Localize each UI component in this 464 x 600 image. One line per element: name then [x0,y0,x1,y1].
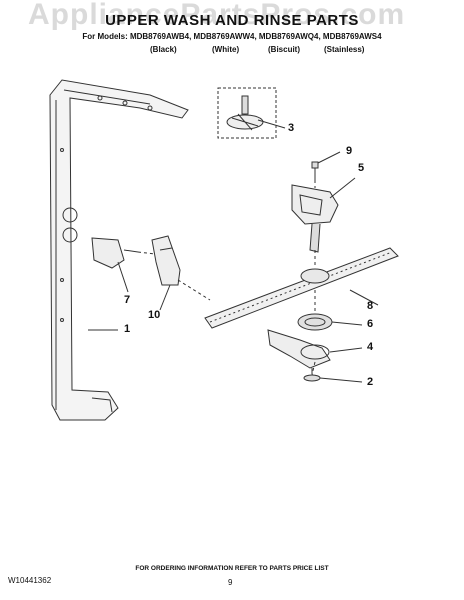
part-3-hub [217,87,277,139]
callout-3: 3 [288,122,295,134]
callout-7: 7 [124,294,131,306]
callout-10: 10 [148,309,161,321]
color-black: (Black) [150,45,177,54]
part-5-manifold [291,184,339,253]
part-7-connector [91,237,139,269]
page-title: UPPER WASH AND RINSE PARTS [105,12,359,29]
callout-2: 2 [367,376,374,388]
callout-1: 1 [124,323,131,335]
model-list: For Models: MDB8769AWB4, MDB8769AWW4, MD… [82,32,382,41]
color-stainless: (Stainless) [324,45,365,54]
callout-8: 8 [367,300,374,312]
leader-lines [88,119,379,383]
callout-4: 4 [367,341,374,353]
color-white: (White) [212,45,240,54]
assembly-lines [137,180,316,376]
callout-5: 5 [358,162,365,174]
part-8-spray-arm [204,247,399,329]
callout-6: 6 [367,318,374,330]
callout-9: 9 [346,145,353,157]
color-biscuit: (Biscuit) [268,45,300,54]
part-9-screw [311,161,319,180]
supply-tube [49,79,189,421]
part-4-bearing [267,329,331,369]
page-number: 9 [228,578,233,587]
ordering-note: FOR ORDERING INFORMATION REFER TO PARTS … [135,565,329,572]
watermark: AppliancePartsPros.com [28,0,406,31]
part-6-ring [297,313,333,331]
part-10-bracket [151,235,181,286]
document-number: W10441362 [8,576,52,585]
